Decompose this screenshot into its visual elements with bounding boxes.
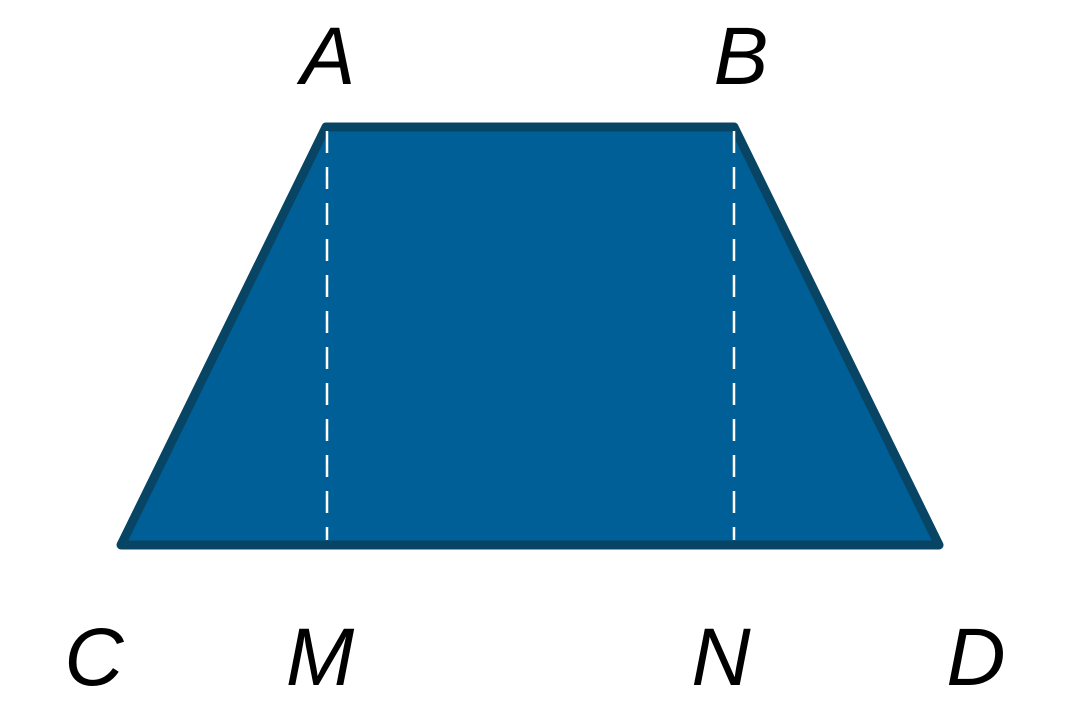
vertex-label-b: B <box>714 11 769 102</box>
vertex-label-c: C <box>64 612 124 703</box>
vertex-label-d: D <box>946 612 1005 703</box>
vertex-label-a: A <box>296 11 356 102</box>
trapezoid-abdc <box>116 122 944 550</box>
vertex-label-m: M <box>286 612 355 703</box>
vertex-label-n: N <box>691 612 751 703</box>
